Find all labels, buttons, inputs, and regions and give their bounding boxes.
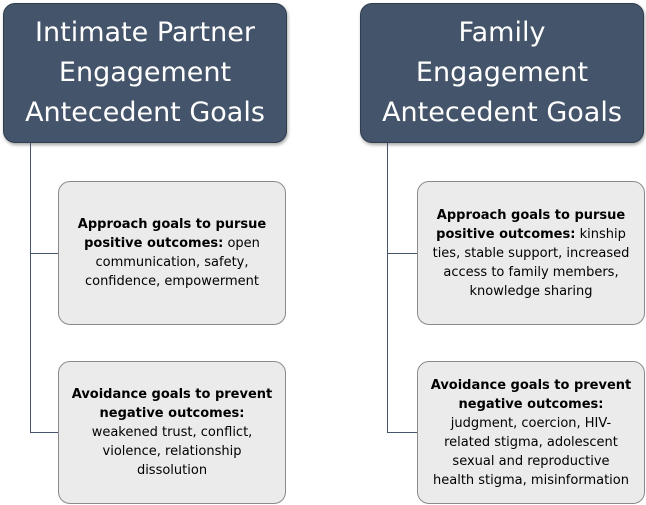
approach-text-line: access to family members, [443, 264, 619, 280]
connector-to-avoidance-right [387, 432, 417, 433]
connector-to-avoidance-left [30, 432, 58, 433]
avoidance-text-line: health stigma, misinformation [433, 472, 629, 488]
approach-text-line: communication, safety, [95, 255, 249, 270]
approach-heading-line: Approach goals to pursue [77, 217, 267, 232]
approach-goals-card-left: Approach goals to pursue positive outcom… [58, 181, 286, 325]
avoidance-goals-card-right: Avoidance goals to prevent negative outc… [417, 361, 645, 504]
avoidance-heading-line: Avoidance goals to prevent [71, 387, 273, 402]
family-header: Family Engagement Antecedent Goals [360, 3, 644, 143]
approach-tail: kinship [575, 226, 626, 242]
approach-tail: open [223, 236, 260, 251]
avoidance-text-line: judgment, coercion, HIV- [450, 415, 612, 431]
header-line: Intimate Partner [35, 17, 255, 48]
avoidance-heading-line: Avoidance goals to prevent [430, 377, 632, 393]
approach-goals-card-right: Approach goals to pursue positive outcom… [417, 181, 645, 325]
header-line: Family [458, 17, 546, 48]
avoidance-text-line: dissolution [136, 463, 208, 478]
approach-heading-mixed-line: positive outcomes: kinship [424, 225, 638, 244]
header-line: Engagement [58, 57, 232, 88]
avoidance-text-line: related stigma, adolescent [444, 434, 618, 450]
approach-heading-line: Approach goals to pursue [436, 207, 626, 223]
avoidance-goals-card-left: Avoidance goals to prevent negative outc… [58, 361, 286, 504]
avoidance-text-line: violence, relationship [102, 444, 242, 459]
connector-to-approach-right [387, 253, 417, 254]
approach-heading-bold: positive outcomes: [436, 226, 576, 242]
connector-vertical-right [387, 143, 388, 432]
approach-text-line: knowledge sharing [469, 283, 593, 299]
avoidance-text-line: weakened trust, conflict, [91, 425, 253, 440]
approach-heading-mixed-line: positive outcomes: open [65, 234, 279, 253]
header-line: Antecedent Goals [382, 97, 622, 128]
approach-heading-bold: positive outcomes: [84, 236, 224, 251]
header-line: Engagement [415, 57, 589, 88]
connector-vertical-left [30, 143, 31, 432]
intimate-partner-header: Intimate Partner Engagement Antecedent G… [3, 3, 287, 143]
avoidance-heading-line: negative outcomes: [458, 396, 604, 412]
approach-text-line: confidence, empowerment [84, 274, 260, 289]
avoidance-text-line: sexual and reproductive [452, 453, 610, 469]
approach-text-line: ties, stable support, increased [432, 245, 630, 261]
avoidance-heading-line: negative outcomes: [99, 406, 245, 421]
header-line: Antecedent Goals [25, 97, 265, 128]
connector-to-approach-left [30, 253, 58, 254]
